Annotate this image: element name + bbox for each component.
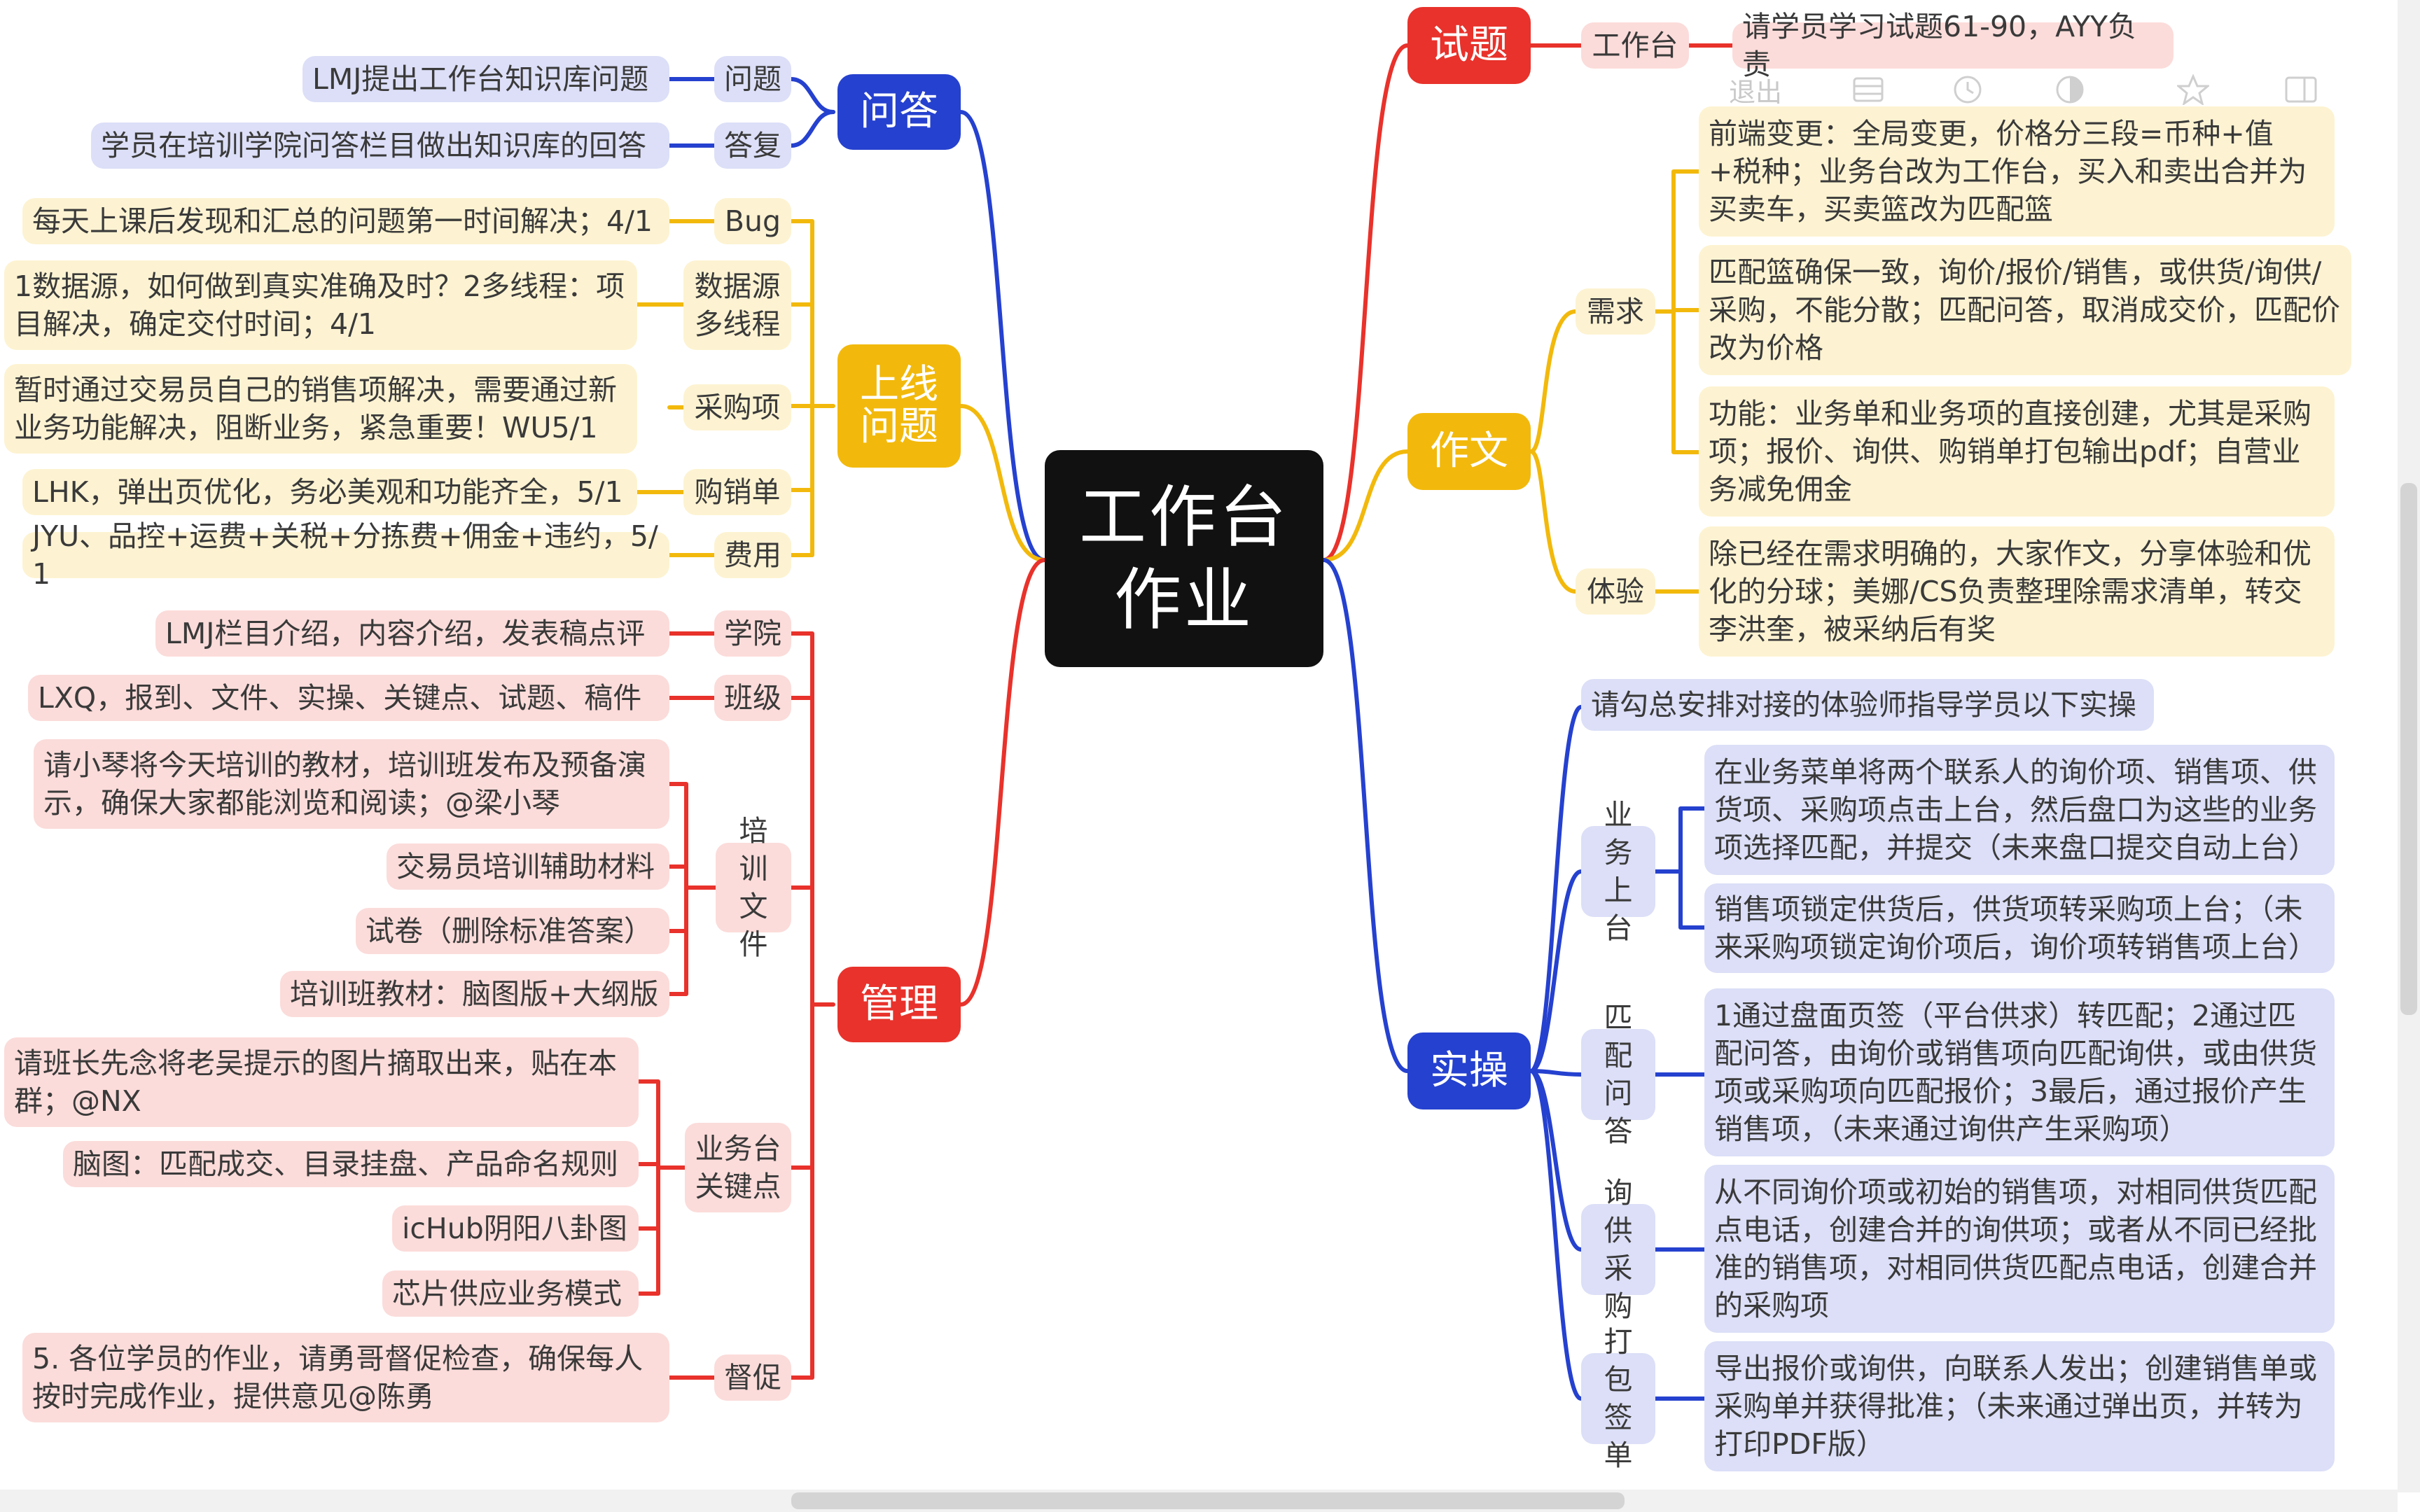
- leaf-tiyan[interactable]: 除已经在需求明确的，大家作文，分享体验和优化的分球；美娜/CS负责整理除需求清单…: [1699, 526, 2335, 657]
- subtopic-peixun[interactable]: 培训 文件: [716, 814, 791, 961]
- leaf-peixun-4[interactable]: 培训班教材：脑图版+大纲版: [280, 971, 669, 1017]
- leaf-wenti[interactable]: LMJ提出工作台知识库问题: [302, 56, 669, 102]
- subtopic-shujuyuan[interactable]: 数据源 多线程: [683, 260, 791, 350]
- subtopic-xuqiu[interactable]: 需求: [1576, 288, 1655, 335]
- link-root-guanli: [959, 558, 1047, 1007]
- link-root-shicao: [1321, 558, 1410, 1073]
- link-root-wenda: [959, 110, 1047, 562]
- leaf-peixun-1[interactable]: 请小琴将今天培训的教材，培训班发布及预备演示，确保大家都能浏览和阅读；@梁小琴: [34, 739, 669, 829]
- leaf-xuqiu-2[interactable]: 匹配篮确保一致，询价/报价/销售，或供货/询供/采购，不能分散；匹配问答，取消成…: [1699, 245, 2351, 375]
- clock-icon[interactable]: [1948, 70, 1987, 109]
- subtopic-banji[interactable]: 班级: [714, 675, 791, 721]
- leaf-ducu[interactable]: 5. 各位学员的作业，请勇哥督促检查，确保每人按时完成作业，提供意见@陈勇: [22, 1333, 669, 1422]
- leaf-guanjian-3[interactable]: icHub阴阳八卦图: [392, 1205, 639, 1252]
- subtopic-pipei[interactable]: 匹配 问答: [1581, 1001, 1655, 1148]
- leaf-pipei[interactable]: 1通过盘面页签（平台供求）转匹配；2通过匹配问答，由询价或销售项向匹配询供，或由…: [1704, 988, 2335, 1156]
- leaf-dabao[interactable]: 导出报价或询供，向联系人发出；创建销售单或采购单并获得批准；（未来通过弹出页，并…: [1704, 1341, 2335, 1471]
- subtopic-yewu[interactable]: 业务 上台: [1581, 798, 1655, 945]
- topic-guanli[interactable]: 管理: [837, 967, 961, 1042]
- topic-shicao[interactable]: 实操: [1407, 1032, 1531, 1110]
- leaf-gouxiao[interactable]: LHK，弹出页优化，务必美观和功能齐全，5/1: [22, 469, 637, 515]
- link-root-shiti: [1321, 43, 1410, 562]
- subtopic-guanjian[interactable]: 业务台 关键点: [685, 1123, 791, 1212]
- subtopic-ducu[interactable]: 督促: [714, 1354, 791, 1401]
- leaf-bug[interactable]: 每天上课后发现和汇总的问题第一时间解决；4/1: [22, 198, 669, 244]
- leaf-shiti-task[interactable]: 请学员学习试题61-90，AYY负责: [1732, 10, 2174, 81]
- leaf-xuqiu-1[interactable]: 前端变更：全局变更，价格分三段=币种+值+税种；业务台改为工作台，买入和卖出合并…: [1699, 106, 2335, 237]
- leaf-xueyuan[interactable]: LMJ栏目介绍，内容介绍，发表稿点评: [155, 610, 669, 657]
- subtopic-dafu[interactable]: 答复: [714, 122, 791, 169]
- leaf-banji[interactable]: LXQ，报到、文件、实操、关键点、试题、稿件: [28, 675, 669, 721]
- topic-zuowen[interactable]: 作文: [1407, 413, 1531, 490]
- link-root-zuowen: [1321, 449, 1410, 562]
- topic-wenda[interactable]: 问答: [837, 74, 961, 150]
- subtopic-wenti[interactable]: 问题: [714, 56, 791, 102]
- subtopic-xungong[interactable]: 询供 采购: [1581, 1176, 1655, 1323]
- topic-shiti[interactable]: 试题: [1407, 7, 1531, 84]
- leaf-peixun-3[interactable]: 试卷（删除标准答案）: [356, 908, 669, 954]
- leaf-xuqiu-3[interactable]: 功能：业务单和业务项的直接创建，尤其是采购项；报价、询供、购销单打包输出pdf；…: [1699, 386, 2335, 517]
- leaf-guanjian-2[interactable]: 脑图：匹配成交、目录挂盘、产品命名规则: [63, 1141, 639, 1187]
- subtopic-caigou[interactable]: 采购项: [683, 384, 791, 430]
- star-icon[interactable]: [2174, 70, 2213, 109]
- leaf-guanjian-1[interactable]: 请班长先念将老吴提示的图片摘取出来，贴在本群；@NX: [4, 1037, 639, 1127]
- horizontal-scrollbar-thumb[interactable]: [791, 1492, 1625, 1509]
- leaf-guanjian-4[interactable]: 芯片供应业务模式: [382, 1270, 639, 1317]
- subtopic-tiyan[interactable]: 体验: [1576, 568, 1655, 615]
- leaf-shicao-intro[interactable]: 请勾总安排对接的体验师指导学员以下实操: [1581, 679, 2154, 731]
- subtopic-xueyuan[interactable]: 学院: [714, 610, 791, 657]
- subtopic-gouxiao[interactable]: 购销单: [683, 469, 791, 515]
- panel-icon[interactable]: [2281, 70, 2321, 109]
- vertical-scrollbar-thumb[interactable]: [2400, 483, 2417, 1015]
- link-root-shangxian: [959, 404, 1047, 562]
- contrast-icon[interactable]: [2050, 70, 2089, 109]
- exit-button[interactable]: 退出: [1728, 76, 1782, 108]
- leaf-caigou[interactable]: 暂时通过交易员自己的销售项解决，需要通过新业务功能解决，阻断业务，紧急重要！WU…: [4, 364, 637, 454]
- subtopic-bug[interactable]: Bug: [714, 198, 791, 244]
- subtopic-feiyong[interactable]: 费用: [714, 532, 791, 578]
- topic-shangxian[interactable]: 上线 问题: [837, 344, 961, 468]
- subtopic-dabao[interactable]: 打包 签单: [1581, 1325, 1655, 1472]
- grid-icon[interactable]: [1849, 70, 1888, 109]
- leaf-feiyong[interactable]: JYU、品控+运费+关税+分拣费+佣金+违约，5/1: [22, 519, 669, 591]
- leaf-yewu-1[interactable]: 在业务菜单将两个联系人的询价项、销售项、供货项、采购项点击上台，然后盘口为这些的…: [1704, 745, 2335, 875]
- subtopic-workbench[interactable]: 工作台: [1581, 22, 1689, 69]
- root-topic[interactable]: 工作台 作业: [1045, 450, 1323, 667]
- leaf-dafu[interactable]: 学员在培训学院问答栏目做出知识库的回答: [91, 122, 669, 169]
- leaf-peixun-2[interactable]: 交易员培训辅助材料: [387, 844, 669, 890]
- leaf-xungong[interactable]: 从不同询价项或初始的销售项，对相同供货匹配点电话，创建合并的询供项；或者从不同已…: [1704, 1165, 2335, 1333]
- leaf-shujuyuan[interactable]: 1数据源，如何做到真实准确及时？2多线程：项目解决，确定交付时间；4/1: [4, 260, 637, 350]
- leaf-yewu-2[interactable]: 销售项锁定供货后，供货项转采购项上台；（未来采购项锁定询价项后，询价项转销售项上…: [1704, 883, 2335, 973]
